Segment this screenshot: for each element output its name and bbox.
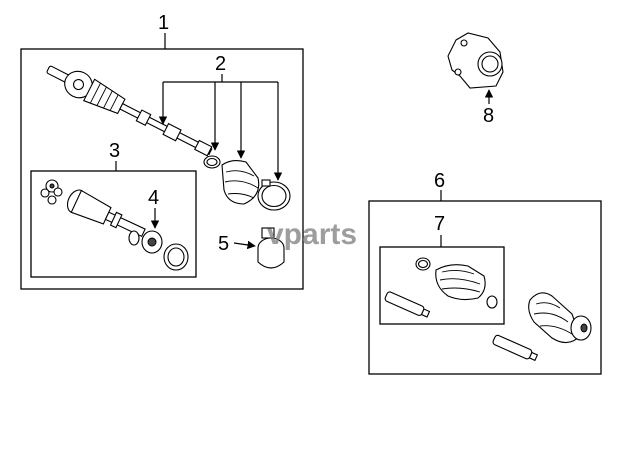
group-7-box — [379, 246, 505, 325]
boot-kit-ring[interactable] — [486, 295, 498, 309]
boot-clamp-small[interactable] — [203, 155, 221, 169]
outer-boot[interactable] — [221, 159, 260, 205]
axle-shaft-assembly[interactable] — [42, 58, 216, 164]
grease-tube-2[interactable] — [492, 334, 539, 362]
boot-clamp-large[interactable] — [257, 179, 291, 211]
callout-3[interactable]: 3 — [109, 140, 120, 162]
grease-tube[interactable] — [384, 291, 431, 319]
callout-8[interactable]: 8 — [483, 105, 494, 127]
callout-7[interactable]: 7 — [434, 213, 445, 235]
group-1-box — [20, 48, 304, 290]
callout-5-leader — [233, 240, 256, 250]
inner-joint-housing[interactable] — [64, 187, 148, 243]
callout-1[interactable]: 1 — [158, 12, 169, 34]
watermark: vparts — [267, 218, 357, 251]
bearing-bracket[interactable] — [447, 32, 504, 89]
callout-6[interactable]: 6 — [434, 170, 445, 192]
inner-bearing[interactable] — [141, 230, 163, 254]
boot-kit-boot[interactable] — [435, 264, 486, 301]
boot-kit-clamp[interactable] — [415, 257, 431, 271]
callout-4[interactable]: 4 — [148, 187, 159, 209]
snap-ring[interactable] — [128, 230, 140, 246]
group-6-box — [368, 200, 602, 375]
callout-2[interactable]: 2 — [215, 53, 226, 75]
callout-2-leaders — [158, 74, 283, 181]
tripod-joint[interactable] — [40, 179, 63, 205]
group-3-box — [30, 170, 197, 278]
callout-5[interactable]: 5 — [218, 233, 229, 255]
outer-joint-boot-assembly[interactable] — [528, 292, 592, 344]
dynamic-damper[interactable] — [257, 227, 285, 269]
oil-seal[interactable] — [163, 243, 189, 271]
